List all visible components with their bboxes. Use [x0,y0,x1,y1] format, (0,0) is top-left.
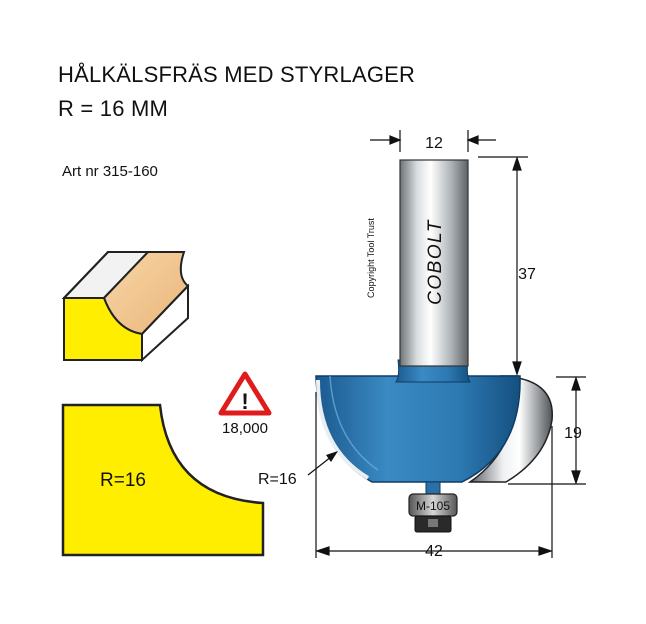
cut-diameter-value: 42 [425,543,443,560]
radius-callout-label: R=16 [258,471,297,488]
product-title: HÅLKÄLSFRÄS MED STYRLAGER [58,62,416,87]
dimension-cut-height: 19 [508,376,586,485]
shank [399,159,469,367]
bearing-label: M-105 [416,499,450,513]
product-radius-title: R = 16 MM [58,96,168,121]
shank-diameter-value: 12 [425,135,443,152]
router-bit: COBOLT M-105 [315,159,553,533]
warning-exclamation-icon: ! [241,389,248,414]
warning-triangle-icon [218,371,272,416]
shank-length-value: 37 [518,266,536,283]
dimension-cut-diameter: 42 [315,392,553,560]
copyright-text: Copyright Tool Trust [366,218,376,298]
profile-3d-illustration [61,251,190,363]
article-number: Art nr 315-160 [62,163,158,180]
profile-2d-shape: R=16 [61,403,265,557]
dimension-shank-length: 37 [478,156,536,376]
radius-callout: R=16 [258,451,338,488]
cutting-edge [316,379,370,480]
speed-warning: ! 18,000 [218,371,272,437]
dimension-shank-diameter: 12 [370,130,496,152]
brand-label: COBOLT [425,219,446,305]
cut-height-value: 19 [564,425,582,442]
max-rpm-label: 18,000 [222,420,268,437]
profile-radius-label: R=16 [100,470,146,491]
